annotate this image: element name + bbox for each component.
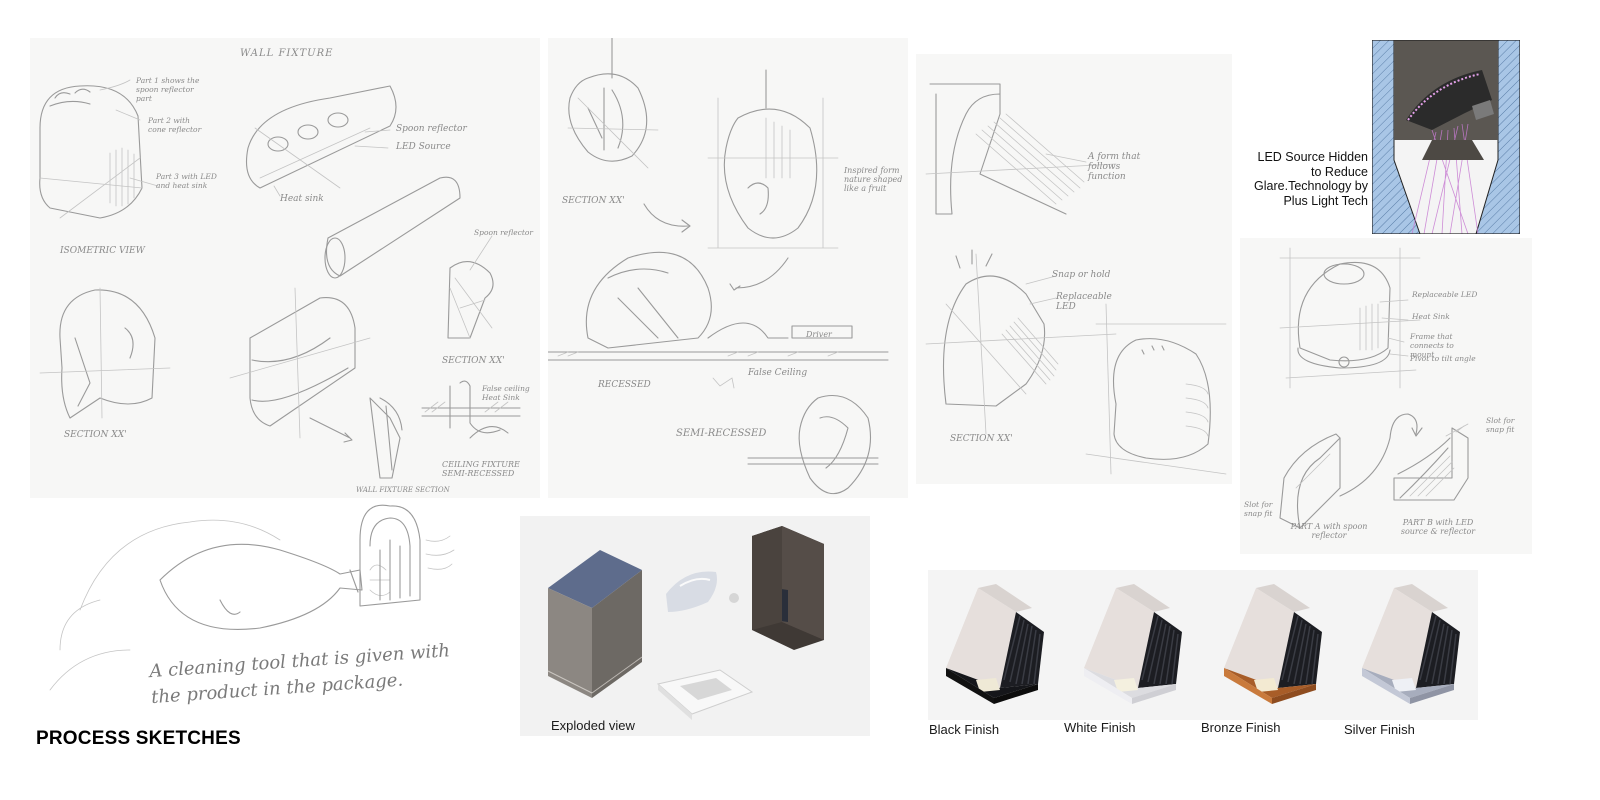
label-ceiling-fixture: CEILING FIXTURE SEMI-RECESSED — [442, 460, 520, 478]
led-technology-image — [1371, 39, 1521, 235]
finish-silver-image — [1362, 584, 1460, 704]
label-section-xx: SECTION XX' — [442, 356, 505, 366]
note-spoon-reflector-2: Spoon reflector — [474, 228, 533, 237]
finish-white — [1078, 580, 1188, 720]
note-frame-connects: Frame that connects to mount — [1410, 332, 1454, 359]
note-spoon-reflector: Spoon reflector — [396, 124, 467, 134]
label-section-xx: SECTION XX' — [562, 196, 625, 206]
cleaning-tool-drawing — [49, 504, 455, 691]
caption-black-finish: Black Finish — [929, 722, 1000, 737]
parts-sketches — [1279, 247, 1469, 529]
note-part3: Part 3 with LED and heat sink — [156, 172, 217, 190]
caption-exploded-view: Exploded view — [551, 718, 635, 733]
label-recessed: RECESSED — [598, 380, 651, 390]
sketch-sheet-parts: Replaceable LED Heat Sink Frame that con… — [1240, 238, 1532, 554]
label-section-xx: SECTION XX' — [950, 434, 1013, 444]
note-heat-sink: Heat sink — [280, 194, 324, 204]
wall-fixture-sketches — [39, 79, 521, 479]
note-form-follows-function: A form that follows function — [1088, 152, 1141, 182]
exploded-view-image — [547, 526, 824, 720]
finish-black — [940, 580, 1050, 720]
note-false-ceiling-heat-sink: False ceiling Heat Sink — [482, 384, 530, 402]
note-replaceable-led-2: Replaceable LED — [1412, 290, 1478, 299]
note-inspired-form: Inspired form nature shaped like a fruit — [844, 166, 903, 193]
finish-black-image — [946, 584, 1044, 704]
label-driver: Driver — [806, 330, 832, 339]
exploded-view-render: Exploded view — [520, 516, 870, 736]
caption-bronze-finish: Bronze Finish — [1201, 720, 1281, 735]
label-false-ceiling: False Ceiling — [748, 368, 808, 378]
page-title: PROCESS SKETCHES — [36, 728, 241, 749]
label-part-b: PART B with LED source & reflector — [1400, 518, 1476, 536]
led-technology-diagram — [1371, 39, 1521, 235]
note-snap-or-hold: Snap or hold — [1052, 270, 1111, 280]
caption-white-finish: White Finish — [1064, 720, 1136, 735]
finish-silver — [1356, 580, 1466, 720]
label-isometric-view: ISOMETRIC VIEW — [60, 246, 145, 256]
note-slot-snap-fit: Slot for snap fit — [1486, 416, 1515, 434]
note-replaceable-led: Replaceable LED — [1056, 292, 1112, 312]
note-slot-snap-fit-2: Slot for snap fit — [1244, 500, 1273, 518]
note-led-source: LED Source — [396, 142, 451, 152]
note-heat-sink-2: Heat Sink — [1412, 312, 1450, 321]
section-detail-sketches — [925, 83, 1227, 475]
caption-led-technology: LED Source Hidden to Reduce Glare.Techno… — [1254, 150, 1368, 208]
sketch-sheet-section-details: SECTION XX' A form that follows function… — [916, 54, 1232, 484]
label-semi-recessed: SEMI-RECESSED — [676, 428, 767, 439]
label-part-a: PART A with spoon reflector — [1290, 522, 1368, 540]
note-pivot-tilt: Pivot to tilt angle — [1410, 354, 1476, 363]
note-part1: Part 1 shows the spoon reflector part — [136, 76, 200, 103]
finish-renders: Black Finish White Finish Bronze Finish — [928, 570, 1488, 745]
finish-white-image — [1084, 584, 1182, 704]
sketch-sheet-wall-fixture: WALL FIXTURE ISOMETRIC VIEW SECTION XX' … — [30, 38, 540, 498]
cleaning-tool-sketch: A cleaning tool that is given with the p… — [40, 500, 510, 710]
note-part2: Part 2 with cone reflector — [148, 116, 202, 134]
finish-bronze — [1218, 580, 1328, 720]
label-wall-fixture-section: WALL FIXTURE SECTION — [356, 486, 450, 494]
label-wall-fixture: WALL FIXTURE — [240, 48, 334, 59]
finish-bronze-image — [1224, 584, 1322, 704]
ceiling-fixture-sketches — [547, 37, 889, 495]
sketch-sheet-ceiling-fixture: SECTION XX' RECESSED SEMI-RECESSED False… — [547, 37, 908, 498]
caption-silver-finish: Silver Finish — [1344, 722, 1415, 737]
label-section-xx: SECTION XX' — [64, 430, 127, 440]
